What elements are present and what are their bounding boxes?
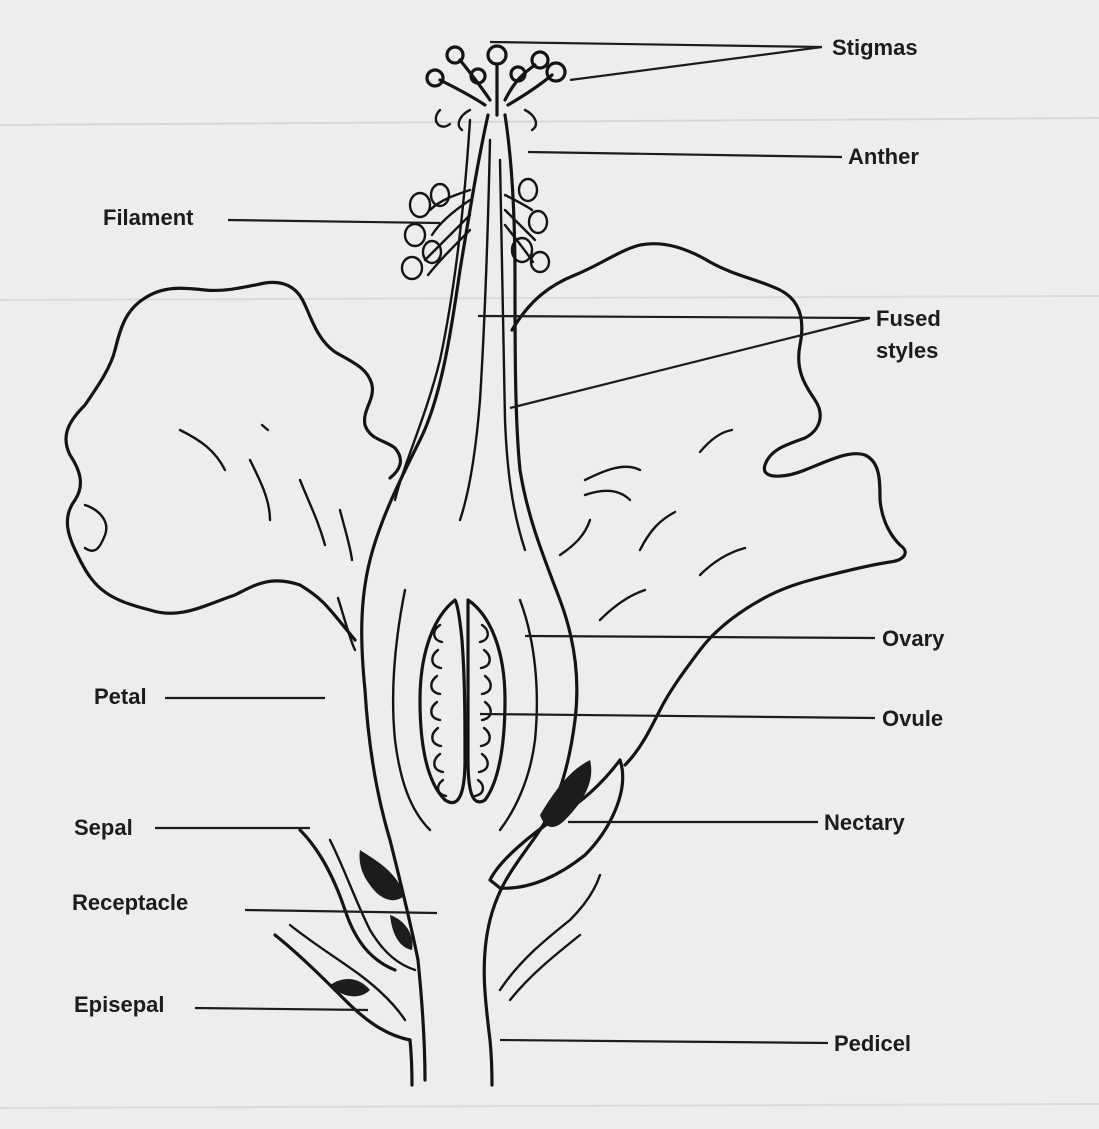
flower-drawing	[64, 44, 907, 1087]
label-pedicel: Pedicel	[834, 1031, 911, 1056]
stigmas-cluster	[425, 44, 567, 132]
nectary-shape	[488, 758, 625, 890]
label-fused-styles-line2: styles	[876, 338, 938, 363]
label-ovary: Ovary	[882, 626, 945, 651]
episepal-outline	[273, 933, 412, 1042]
right-petal-outline	[510, 242, 907, 767]
label-filament: Filament	[103, 205, 194, 230]
anthers-cluster	[400, 177, 551, 281]
left-petal-outline	[64, 280, 403, 642]
label-fused-styles-line1: Fused	[876, 306, 941, 331]
label-episepal: Episepal	[74, 992, 164, 1017]
label-petal: Petal	[94, 684, 147, 709]
style-left-wall	[360, 113, 490, 1082]
label-stigmas: Stigmas	[832, 35, 918, 60]
leader-lines	[155, 40, 876, 1045]
label-ovule: Ovule	[882, 706, 943, 731]
style-right-wall	[482, 113, 579, 1087]
label-nectary: Nectary	[824, 810, 905, 835]
label-sepal: Sepal	[74, 815, 133, 840]
sepal-outline	[298, 828, 397, 972]
pedicel-left	[408, 1038, 414, 1087]
ovary-right-chamber	[466, 598, 507, 804]
ovules	[430, 623, 492, 798]
labels: Stigmas Anther Filament Fused styles Ova…	[72, 35, 945, 1056]
label-receptacle: Receptacle	[72, 890, 188, 915]
ovary-left-chamber	[418, 598, 467, 805]
label-anther: Anther	[848, 144, 919, 169]
